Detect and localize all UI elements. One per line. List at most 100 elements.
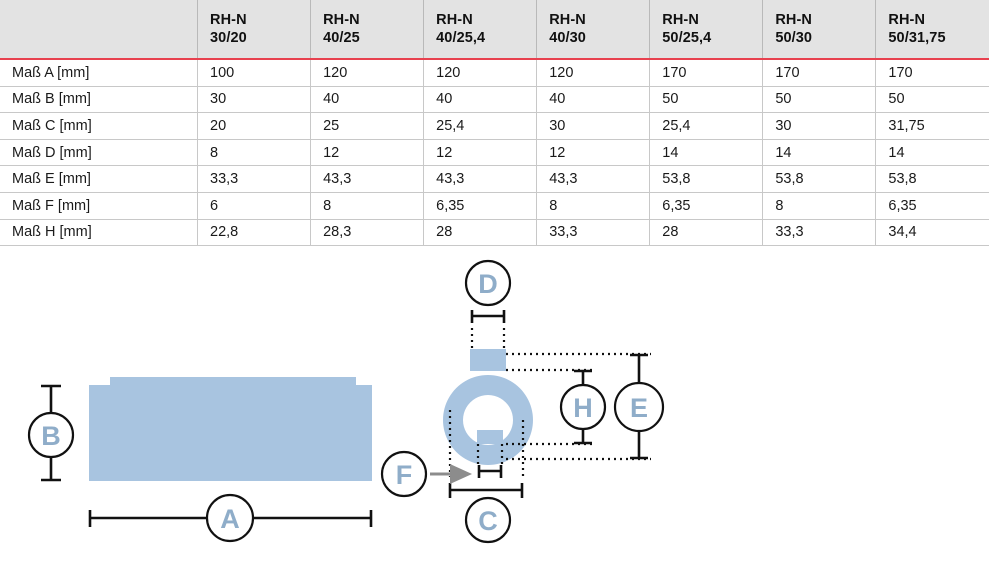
cell-5-0: 6 (196, 192, 311, 220)
cell-0-0: 100 (196, 59, 311, 87)
column-header-1-line1: RH-N (323, 11, 360, 28)
f-arrow-head (450, 464, 472, 484)
cell-4-5: 53,8 (762, 165, 876, 193)
cell-0-6: 170 (875, 59, 989, 87)
row-label-0: Maß A [mm] (0, 59, 198, 87)
cell-0-5: 170 (762, 59, 876, 87)
cell-3-4: 14 (649, 139, 763, 167)
dimension-a: A (88, 493, 373, 543)
dimension-b: B (27, 384, 75, 482)
cell-1-6: 50 (875, 86, 989, 114)
column-header-2-line2: 40/25,4 (436, 30, 486, 46)
callout-c-label: C (478, 506, 498, 536)
table-row: Maß C [mm] 20 25 25,4 30 25,4 30 31,75 (0, 112, 989, 140)
cell-1-5: 50 (762, 86, 876, 114)
dimension-table: RH-N 30/20 RH-N 40/25 RH-N 40/25,4 RH-N … (0, 0, 989, 247)
callout-b-circle (27, 411, 75, 459)
table-row: Maß H [mm] 22,8 28,3 28 33,3 28 33,3 34,… (0, 219, 989, 247)
column-header-0-line2: 30/20 (210, 30, 247, 46)
technical-drawing: B A D (0, 252, 989, 584)
cell-5-1: 8 (310, 192, 424, 220)
cell-3-5: 14 (762, 139, 876, 167)
table-row: Maß A [mm] 100 120 120 120 170 170 170 (0, 59, 989, 87)
callout-d-circle (464, 259, 512, 307)
column-header-5-line1: RH-N (775, 11, 812, 28)
cell-4-1: 43,3 (310, 165, 424, 193)
cell-3-0: 8 (196, 139, 311, 167)
column-header-4: RH-N 50/25,4 (649, 0, 763, 60)
callout-h-circle (559, 383, 607, 431)
callout-f-circle (380, 450, 428, 498)
callout-a-label: A (220, 504, 240, 534)
cell-2-2: 25,4 (423, 112, 537, 140)
table-row: Maß D [mm] 8 12 12 12 14 14 14 (0, 139, 989, 167)
cell-1-2: 40 (423, 86, 537, 114)
callout-f-label: F (396, 460, 413, 490)
callout-h-label: H (573, 393, 593, 423)
cell-6-2: 28 (423, 219, 537, 247)
table-body: Maß A [mm] 100 120 120 120 170 170 170 M… (0, 59, 989, 247)
cell-5-5: 8 (762, 192, 876, 220)
column-header-0: RH-N 30/20 (196, 0, 311, 60)
ring-bottom-slot (477, 415, 503, 430)
callout-b-label: B (41, 421, 61, 451)
cell-1-0: 30 (196, 86, 311, 114)
cell-4-2: 43,3 (423, 165, 537, 193)
callout-e-label: E (630, 393, 648, 423)
cell-5-3: 8 (536, 192, 650, 220)
dimension-c: C (448, 410, 525, 544)
dimension-f: F (380, 444, 504, 498)
cell-2-5: 30 (762, 112, 876, 140)
ring-top-tab (470, 349, 506, 371)
table-header-row: RH-N 30/20 RH-N 40/25 RH-N 40/25,4 RH-N … (0, 0, 989, 60)
cell-2-6: 31,75 (875, 112, 989, 140)
column-header-3: RH-N 40/30 (536, 0, 650, 60)
cell-4-4: 53,8 (649, 165, 763, 193)
cell-4-0: 33,3 (196, 165, 311, 193)
cell-6-1: 28,3 (310, 219, 424, 247)
cell-0-1: 120 (310, 59, 424, 87)
column-header-1-line2: 40/25 (323, 30, 360, 46)
column-header-2: RH-N 40/25,4 (423, 0, 537, 60)
cell-5-2: 6,35 (423, 192, 537, 220)
row-label-4: Maß E [mm] (0, 165, 198, 193)
column-header-3-line2: 40/30 (549, 30, 586, 46)
cell-0-4: 170 (649, 59, 763, 87)
column-header-6-line1: RH-N (888, 11, 926, 28)
column-header-0-line1: RH-N (210, 11, 247, 28)
column-header-5: RH-N 50/30 (762, 0, 876, 60)
table-row: Maß E [mm] 33,3 43,3 43,3 43,3 53,8 53,8… (0, 165, 989, 193)
row-label-6: Maß H [mm] (0, 219, 198, 247)
part-body (89, 385, 372, 481)
cell-0-3: 120 (536, 59, 650, 87)
dimension-d: D (464, 259, 512, 350)
cell-0-2: 120 (423, 59, 537, 87)
row-label-5: Maß F [mm] (0, 192, 198, 220)
cell-6-3: 33,3 (536, 219, 650, 247)
cell-1-3: 40 (536, 86, 650, 114)
cell-4-3: 43,3 (536, 165, 650, 193)
column-header-4-line1: RH-N (662, 11, 699, 28)
column-header-1: RH-N 40/25 (310, 0, 424, 60)
row-label-2: Maß C [mm] (0, 112, 198, 140)
table-header: RH-N 30/20 RH-N 40/25 RH-N 40/25,4 RH-N … (0, 0, 989, 60)
cell-2-3: 30 (536, 112, 650, 140)
dimension-h: H (506, 368, 607, 446)
ring-annulus (442, 375, 533, 465)
row-label-3: Maß D [mm] (0, 139, 198, 167)
cell-5-6: 6,35 (875, 192, 989, 220)
callout-c-circle (464, 496, 512, 544)
table-corner-cell (0, 0, 198, 60)
cell-1-1: 40 (310, 86, 424, 114)
cell-4-6: 53,8 (875, 165, 989, 193)
row-label-1: Maß B [mm] (0, 86, 198, 114)
column-header-5-line2: 50/30 (775, 30, 813, 46)
dimension-e: E (506, 352, 665, 461)
column-header-4-line2: 50/25,4 (662, 30, 712, 46)
column-header-6-line2: 50/31,75 (888, 30, 946, 46)
callout-a-circle (205, 493, 255, 543)
side-view-part (89, 377, 372, 481)
cell-3-3: 12 (536, 139, 650, 167)
callout-e-circle (613, 381, 665, 433)
column-header-2-line1: RH-N (436, 11, 473, 28)
